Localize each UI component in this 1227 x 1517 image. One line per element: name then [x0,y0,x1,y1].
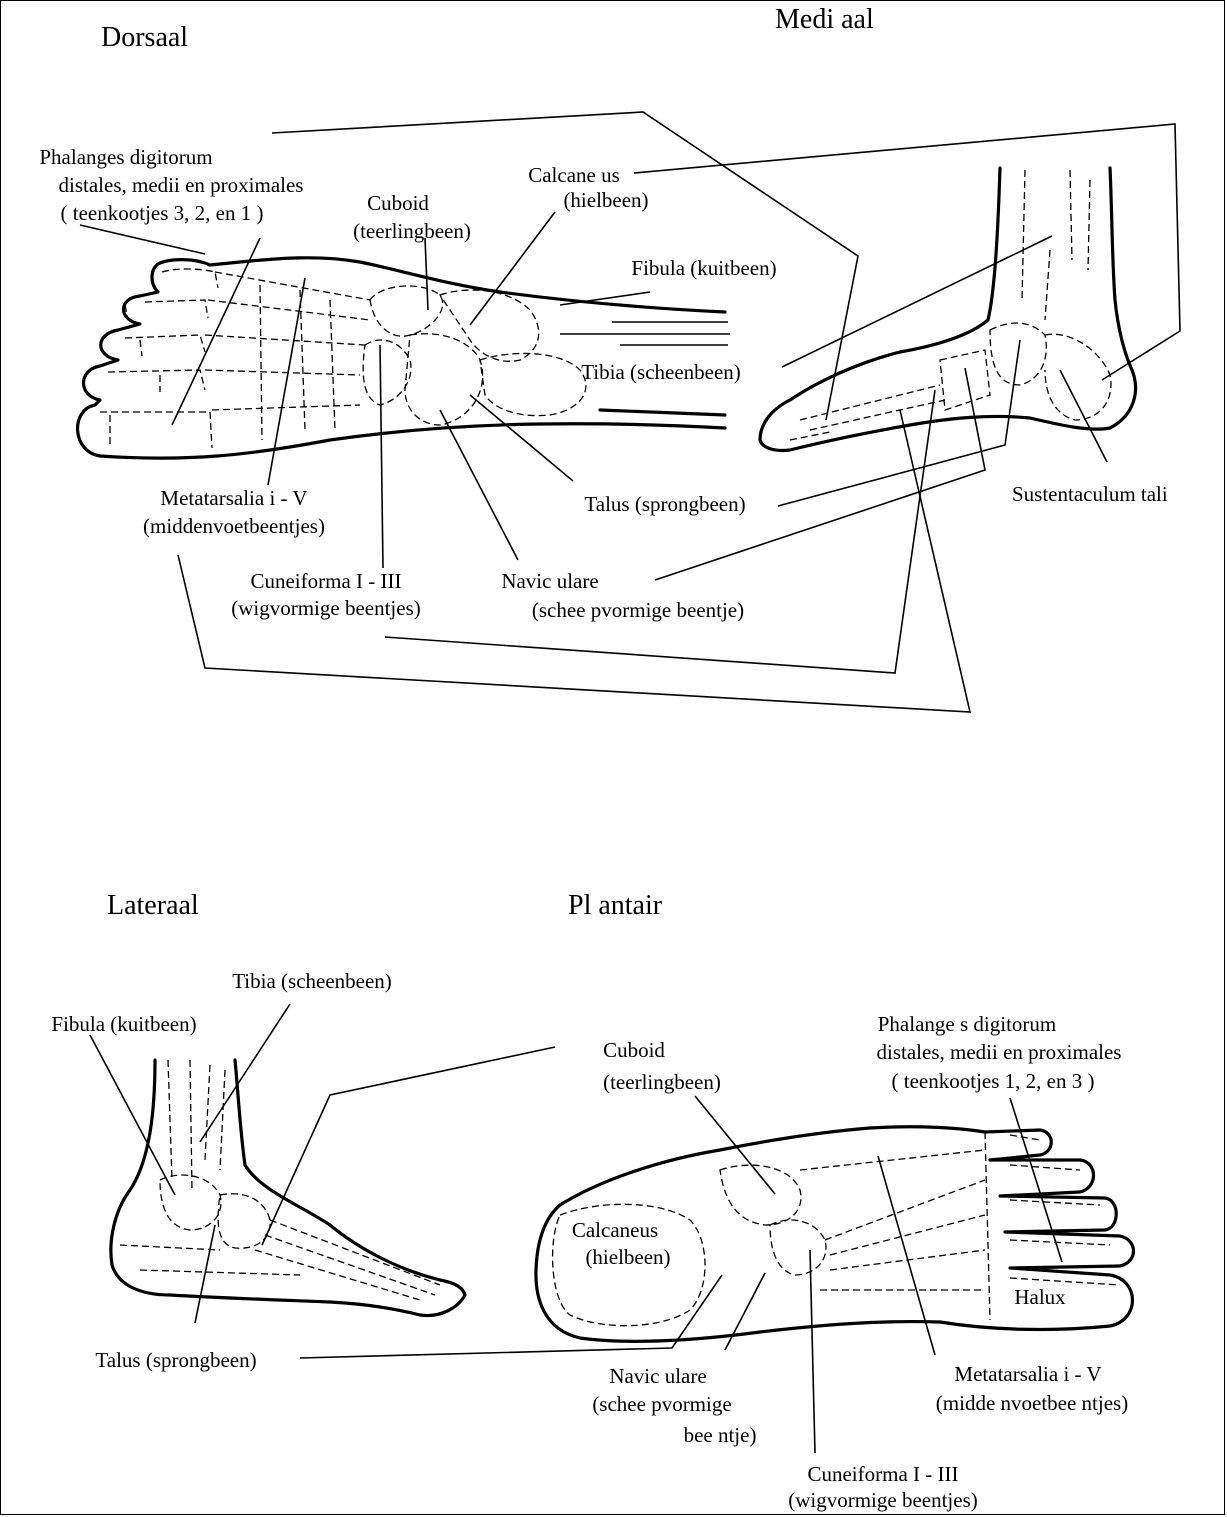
title-dorsal: Dorsaal [101,24,188,52]
title-lateral: Lateraal [107,892,199,920]
label-plantar-naviculare-line3: bee ntje) [684,1425,757,1446]
label-cuboid-line2: (teerlingbeen) [353,221,471,242]
label-plantar-naviculare-line1: Navic ulare [609,1366,706,1387]
label-fibula: Fibula (kuitbeen) [631,258,776,279]
label-calcaneus-line1: Calcane us [528,165,620,186]
label-plantar-metatarsalia-line1: Metatarsalia i - V [954,1364,1101,1385]
label-metatarsalia-line1: Metatarsalia i - V [160,488,307,509]
label-metatarsalia-line2: (middenvoetbeentjes) [143,516,325,537]
label-plantar-cuboid-line2: (teerlingbeen) [603,1072,721,1093]
label-plantar-cuneiforma-line1: Cuneiforma I - III [807,1464,958,1485]
title-plantar: Pl antair [568,892,662,920]
label-plantar-cuneiforma-line2: (wigvormige beentjes) [788,1490,978,1511]
label-plantar-calcaneus-line2: (hielbeen) [585,1247,670,1268]
label-talus: Talus (sprongbeen) [584,494,745,515]
title-medial: Medi aal [775,6,874,34]
label-plantar-naviculare-line2: (schee pvormige [592,1394,731,1415]
label-phalanges-line2: distales, medii en proximales [59,175,304,196]
label-naviculare-line2: (schee pvormige beentje) [532,600,744,621]
label-phalanges-line3: ( teenkootjes 3, 2, en 1 ) [61,203,264,224]
label-plantar-metatarsalia-line2: (midde nvoetbee ntjes) [936,1393,1128,1414]
label-lateral-talus: Talus (sprongbeen) [95,1350,256,1371]
label-plantar-phalanges-line2: distales, medii en proximales [877,1042,1122,1063]
label-phalanges-line1: Phalanges digitorum [39,147,212,168]
label-cuneiforma-line1: Cuneiforma I - III [250,571,401,592]
label-hallux: Halux [1014,1287,1065,1308]
label-cuneiforma-line2: (wigvormige beentjes) [231,598,421,619]
label-calcaneus-line2: (hielbeen) [563,190,648,211]
label-plantar-calcaneus-line1: Calcaneus [572,1220,658,1241]
dorsal-foot-drawing [78,258,730,458]
label-plantar-cuboid-line1: Cuboid [603,1040,665,1061]
label-lateral-fibula: Fibula (kuitbeen) [51,1014,196,1035]
label-sustentaculum-tali: Sustentaculum tali [1012,484,1168,505]
label-plantar-phalanges-line1: Phalange s digitorum [878,1014,1056,1035]
label-naviculare-line1: Navic ulare [501,571,598,592]
label-tibia: Tibia (scheenbeen) [581,362,741,383]
label-cuboid-line1: Cuboid [367,193,429,214]
label-plantar-phalanges-line3: ( teenkootjes 1, 2, en 3 ) [892,1071,1095,1092]
label-lateral-tibia: Tibia (scheenbeen) [232,971,392,992]
